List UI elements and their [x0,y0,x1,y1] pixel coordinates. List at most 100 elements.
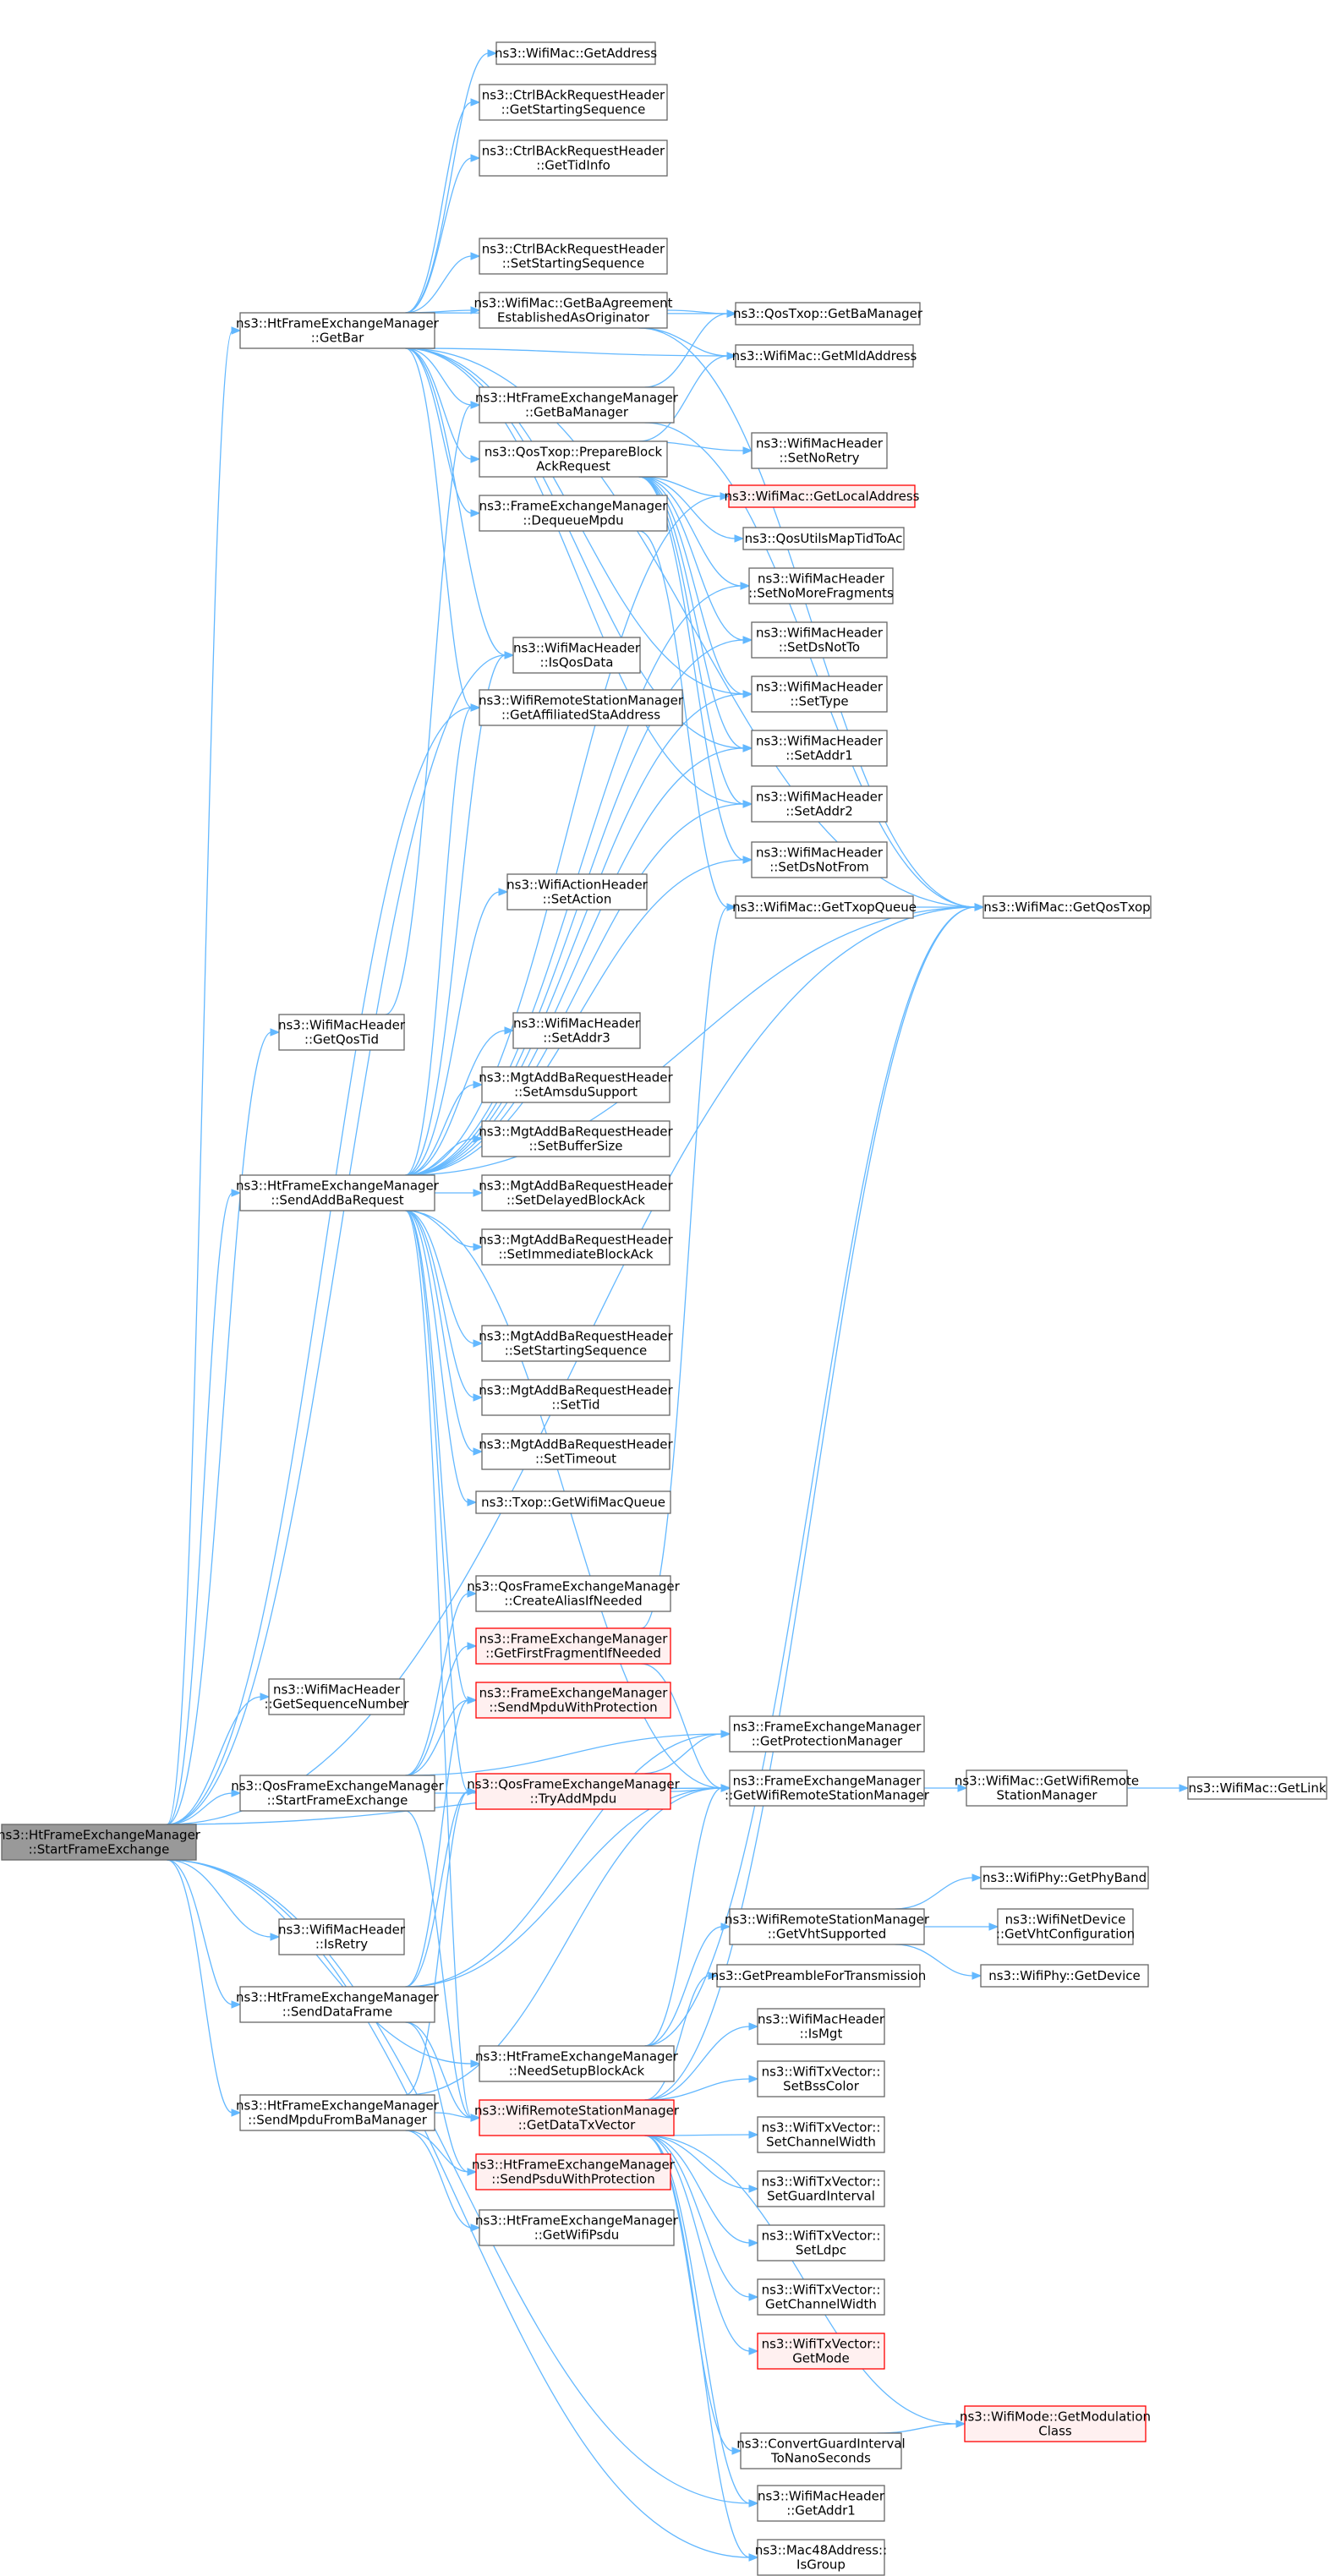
node-mab-set-buf[interactable]: ns3::MgtAddBaRequestHeader::SetBufferSiz… [479,1120,674,1157]
node-fem-get-first-frag[interactable]: ns3::FrameExchangeManager::GetFirstFragm… [475,1627,671,1665]
node-qfem-create-alias[interactable]: ns3::QosFrameExchangeManager::CreateAlia… [467,1575,681,1612]
node-mab-set-ss[interactable]: ns3::MgtAddBaRequestHeader::SetStartingS… [479,1325,674,1362]
edge-ht-send-add-ba-to-mab-set-delayed [434,1189,484,1197]
node-label: ns3::HtFrameExchangeManager [236,2098,440,2114]
node-ht-send-data[interactable]: ns3::HtFrameExchangeManager::SendDataFra… [236,1986,440,2023]
node-wah-set-action[interactable]: ns3::WifiActionHeader::SetAction [506,873,649,911]
node-qfem-start[interactable]: ns3::QosFrameExchangeManager::StartFrame… [231,1775,445,1812]
edge-line [638,476,736,539]
node-ht-need-setup[interactable]: ns3::HtFrameExchangeManager::NeedSetupBl… [475,2045,679,2082]
node-wm-get-ba-agr[interactable]: ns3::WifiMac::GetBaAgreementEstablishedA… [473,292,673,329]
node-wtv-set-ldpc[interactable]: ns3::WifiTxVector::SetLdpc [757,2224,885,2262]
node-wm-get-link[interactable]: ns3::WifiMac::GetLink [1187,1776,1327,1800]
node-wmh-is-mgt[interactable]: ns3::WifiMacHeader::IsMgt [757,2008,885,2045]
node-box [748,567,894,604]
node-wmh-set-type[interactable]: ns3::WifiMacHeader::SetType [751,675,888,713]
node-fem-dequeue[interactable]: ns3::FrameExchangeManager::DequeueMpdu [479,495,669,532]
node-mab-set-amsdu[interactable]: ns3::MgtAddBaRequestHeader::SetAmsduSupp… [479,1066,674,1103]
node-label: ToNanoSeconds [770,2451,871,2466]
node-wmh-is-retry[interactable]: ns3::WifiMacHeader::IsRetry [278,1918,406,1955]
node-label: ::GetBaManager [525,405,629,420]
node-mab-set-tid[interactable]: ns3::MgtAddBaRequestHeader::SetTid [479,1379,674,1416]
edge-line [405,1210,469,1792]
node-wtv-set-bss[interactable]: ns3::WifiTxVector::SetBssColor [757,2060,885,2097]
node-wtv-set-gi[interactable]: ns3::WifiTxVector::SetGuardInterval [757,2170,885,2207]
node-label: ns3::WifiRemoteStationManager [474,2103,680,2119]
node-fem-get-wrsm[interactable]: ns3::FrameExchangeManager::GetWifiRemote… [725,1769,930,1807]
node-wmh-get-seq[interactable]: ns3::WifiMacHeader::GetSequenceNumber [264,1678,409,1715]
node-label: ::TryAddMpdu [530,1791,617,1807]
node-label: ::SetAddr2 [785,804,853,819]
node-mab-set-imm[interactable]: ns3::MgtAddBaRequestHeader::SetImmediate… [479,1228,674,1266]
node-ht-get-psdu[interactable]: ns3::HtFrameExchangeManager::GetWifiPsdu [475,2209,679,2246]
node-root[interactable]: ns3::HtFrameExchangeManager::StartFrameE… [0,1824,201,1861]
node-label: ::GetAffiliatedStaAddress [501,708,660,723]
node-qos-map-tid[interactable]: ns3::QosUtilsMapTidToAc [742,527,905,550]
node-wmh-set-no-retry[interactable]: ns3::WifiMacHeader::SetNoRetry [751,432,888,469]
edge-ht-send-add-ba-to-mab-set-ss [405,1210,484,1348]
node-label: ns3::WifiMac::GetAddress [495,46,657,61]
node-wtv-get-mode[interactable]: ns3::WifiTxVector::GetMode [757,2333,885,2370]
node-wm-get-address[interactable]: ns3::WifiMac::GetAddress [495,41,657,65]
node-label: ::GetWifiRemoteStationManager [725,1788,930,1803]
node-mab-set-timeout[interactable]: ns3::MgtAddBaRequestHeader::SetTimeout [479,1433,674,1470]
node-cbar-set-ss[interactable]: ns3::CtrlBAckRequestHeader::SetStartingS… [479,238,668,275]
node-label: ns3::MgtAddBaRequestHeader [479,1233,673,1248]
node-txop-get-queue[interactable]: ns3::Txop::GetWifiMacQueue [475,1490,671,1514]
node-ht-send-psdu[interactable]: ns3::HtFrameExchangeManager::SendPsduWit… [472,2153,676,2190]
node-wnd-get-vht[interactable]: ns3::WifiNetDevice::GetVhtConfiguration [996,1908,1135,1945]
node-wtv-get-cw[interactable]: ns3::WifiTxVector::GetChannelWidth [757,2278,885,2316]
node-wmh-set-no-more[interactable]: ns3::WifiMacHeader::SetNoMoreFragments [748,567,894,604]
node-wmh-set-addr1[interactable]: ns3::WifiMacHeader::SetAddr1 [751,730,888,767]
node-wmh-get-qos-tid[interactable]: ns3::WifiMacHeader::GetQosTid [278,1014,406,1051]
node-wm-get-txop[interactable]: ns3::WifiMac::GetTxopQueue [732,895,917,919]
node-cbar-get-tid[interactable]: ns3::CtrlBAckRequestHeader::GetTidInfo [479,139,668,177]
node-wrsm-get-affil[interactable]: ns3::WifiRemoteStationManager::GetAffili… [479,689,684,726]
node-wm-get-qos[interactable]: ns3::WifiMac::GetQosTxop [982,895,1152,919]
node-mab-set-delayed[interactable]: ns3::MgtAddBaRequestHeader::SetDelayedBl… [479,1174,674,1211]
arrowhead-icon [470,306,481,314]
node-label: ::SetAction [543,892,612,907]
node-mac-is-group[interactable]: ns3::Mac48Address::IsGroup [755,2539,887,2576]
node-fem-get-prot[interactable]: ns3::FrameExchangeManager::GetProtection… [729,1715,925,1753]
node-wrsm-get-vht[interactable]: ns3::WifiRemoteStationManager::GetVhtSup… [725,1908,930,1945]
node-label: ::SetType [790,694,848,709]
node-wphy-get-band[interactable]: ns3::WifiPhy::GetPhyBand [980,1866,1149,1890]
node-wm-get-local[interactable]: ns3::WifiMac::GetLocalAddress [725,484,920,508]
arrowhead-icon [470,98,481,107]
node-wphy-get-device[interactable]: ns3::WifiPhy::GetDevice [980,1964,1149,1988]
edge-wrsm-get-data-tx-to-wm-get-qos [644,903,985,2101]
node-fem-send-mpdu-prot[interactable]: ns3::FrameExchangeManager::SendMpduWithP… [475,1682,671,1719]
node-ht-send-mpdu-ba[interactable]: ns3::HtFrameExchangeManager::SendMpduFro… [236,2094,440,2131]
node-label: ::GetTidInfo [536,158,610,173]
node-qos-get-ba-mgr[interactable]: ns3::QosTxop::GetBaManager [733,302,923,325]
node-qfem-try-add[interactable]: ns3::QosFrameExchangeManager::TryAddMpdu [467,1773,681,1810]
node-ht-send-add-ba[interactable]: ns3::HtFrameExchangeManager::SendAddBaRe… [236,1174,440,1211]
node-wmh-set-ds-not-to[interactable]: ns3::WifiMacHeader::SetDsNotTo [751,621,888,659]
node-wmh-get-addr1[interactable]: ns3::WifiMacHeader::GetAddr1 [757,2485,885,2522]
node-label: ns3::WifiMac::GetQosTxop [983,900,1150,915]
node-wmh-set-ds-not-from[interactable]: ns3::WifiMacHeader::SetDsNotFrom [751,841,888,878]
node-wtv-set-cw[interactable]: ns3::WifiTxVector::SetChannelWidth [757,2116,885,2153]
node-wmh-set-addr2[interactable]: ns3::WifiMacHeader::SetAddr2 [751,785,888,823]
node-label: ns3::CtrlBAckRequestHeader [482,242,665,257]
edge-line [405,347,745,749]
edge-line [405,347,745,805]
node-box [481,1066,670,1103]
node-get-bar[interactable]: ns3::HtFrameExchangeManager::GetBar [236,312,440,349]
node-cbar-get-ss[interactable]: ns3::CtrlBAckRequestHeader::GetStartingS… [479,84,668,121]
node-box [239,1174,435,1211]
node-ht-get-ba-mgr[interactable]: ns3::HtFrameExchangeManager::GetBaManage… [475,386,679,424]
node-wmh-set-addr3[interactable]: ns3::WifiMacHeader::SetAddr3 [512,1012,641,1049]
arrowhead-icon [231,1789,242,1797]
edge-line [644,2078,751,2101]
node-wm-get-mld[interactable]: ns3::WifiMac::GetMldAddress [732,344,917,368]
node-wm-get-wrsm[interactable]: ns3::WifiMac::GetWifiRemoteStationManage… [955,1769,1139,1807]
arrowhead-icon [467,1642,478,1650]
node-wrsm-get-data-tx[interactable]: ns3::WifiRemoteStationManager::GetDataTx… [474,2099,680,2136]
node-wmh-is-qos[interactable]: ns3::WifiMacHeader::IsQosData [512,637,641,674]
node-get-preamble[interactable]: ns3::GetPreambleForTransmission [711,1964,927,1988]
